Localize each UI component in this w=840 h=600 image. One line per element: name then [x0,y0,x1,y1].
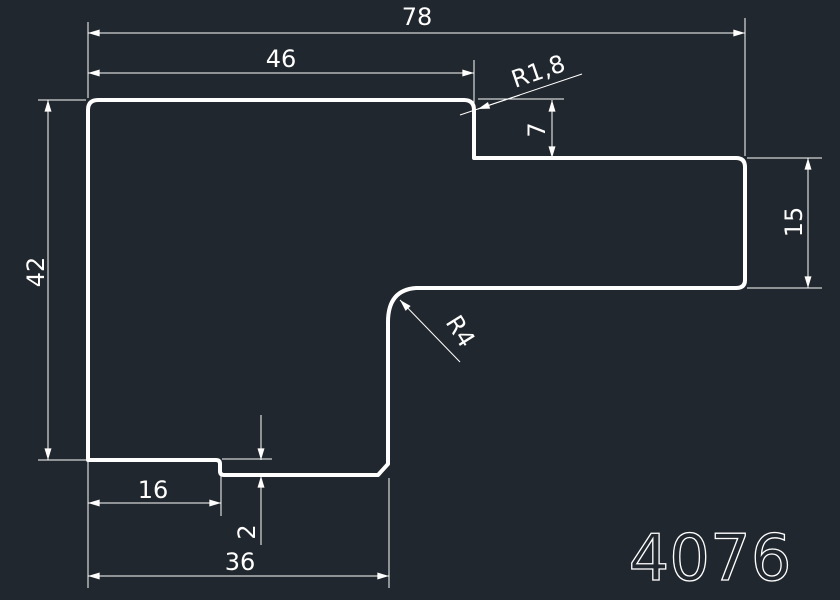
dim-text-2: 2 [233,524,261,539]
dimension-flange-height: 15 [747,157,822,289]
dimension-inner-radius: R4 [399,299,481,363]
dimension-bottom-step-height: 2 [222,415,272,545]
dim-text-16: 16 [138,476,169,504]
dimension-overall-width: 78 [87,3,746,156]
dim-text-r4: R4 [440,310,481,352]
dim-text-36: 36 [225,548,256,576]
part-number-label: 4076 [629,522,792,596]
dimension-bottom-step-width: 16 [87,462,222,588]
profile-outline [86,98,747,477]
dim-text-78: 78 [402,3,433,31]
dimension-overall-height: 42 [22,99,86,461]
dim-text-46: 46 [266,45,297,73]
dim-text-42: 42 [22,257,50,288]
dimension-top-width: 46 [87,45,475,150]
dimension-step-height: 7 [478,98,564,158]
dim-text-r1-8: R1,8 [508,49,569,93]
dimension-bottom-width: 36 [87,478,390,588]
dim-text-7: 7 [523,122,551,137]
dim-text-15: 15 [780,207,808,238]
dimension-corner-radius: R1,8 [459,49,583,116]
